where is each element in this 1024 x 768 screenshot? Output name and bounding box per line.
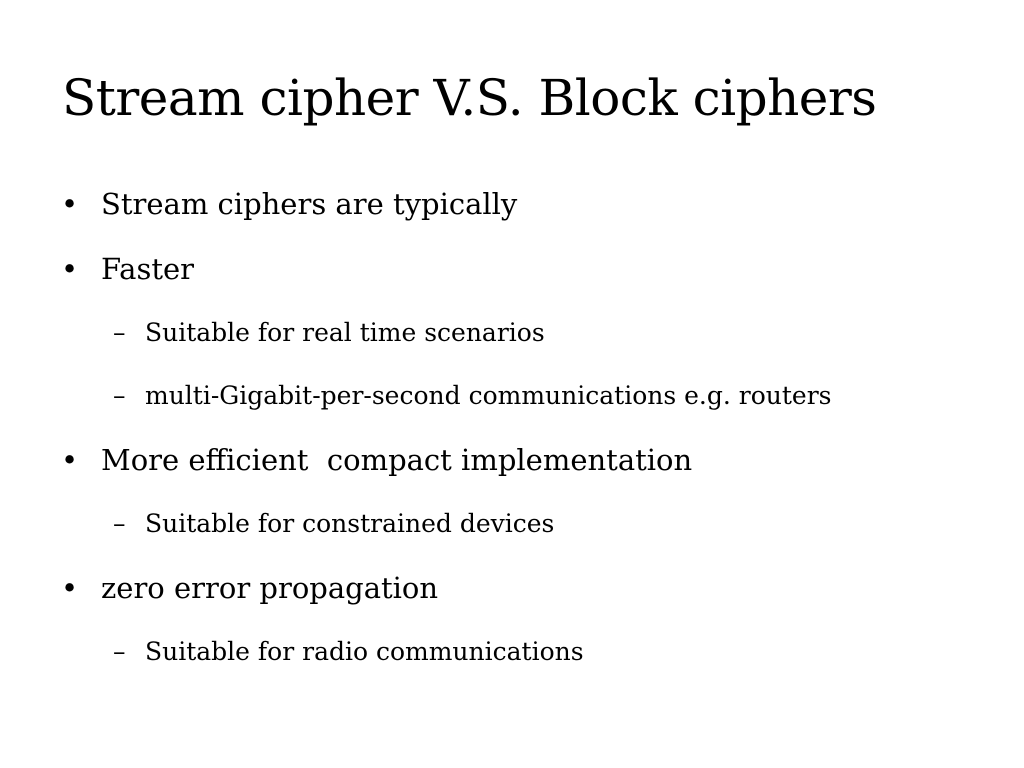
slide-title: Stream cipher V.S. Block ciphers bbox=[62, 69, 877, 127]
bullet-text: More efficient compact implementation bbox=[101, 443, 693, 477]
sub-bullet-item: – multi-Gigabit-per-second communication… bbox=[113, 380, 832, 412]
bullet-item: • More efficient compact implementation bbox=[61, 442, 693, 478]
bullet-item: • Stream ciphers are typically bbox=[61, 186, 518, 222]
sub-bullet-item: – Suitable for radio communications bbox=[113, 636, 584, 668]
bullet-text: Stream ciphers are typically bbox=[101, 187, 518, 221]
sub-bullet-marker: – bbox=[113, 637, 126, 666]
sub-bullet-text: Suitable for real time scenarios bbox=[145, 318, 545, 347]
sub-bullet-marker: – bbox=[113, 318, 126, 347]
bullet-marker: • bbox=[61, 252, 79, 286]
bullet-item: • zero error propagation bbox=[61, 570, 439, 606]
sub-bullet-text: Suitable for radio communications bbox=[145, 637, 584, 666]
sub-bullet-marker: – bbox=[113, 509, 126, 538]
sub-bullet-item: – Suitable for constrained devices bbox=[113, 508, 555, 540]
bullet-marker: • bbox=[61, 187, 79, 221]
sub-bullet-text: multi-Gigabit-per-second communications … bbox=[145, 381, 832, 410]
bullet-marker: • bbox=[61, 571, 79, 605]
bullet-text: zero error propagation bbox=[101, 571, 439, 605]
sub-bullet-marker: – bbox=[113, 381, 126, 410]
bullet-text: Faster bbox=[101, 252, 195, 286]
bullet-marker: • bbox=[61, 443, 79, 477]
sub-bullet-text: Suitable for constrained devices bbox=[145, 509, 555, 538]
sub-bullet-item: – Suitable for real time scenarios bbox=[113, 317, 545, 349]
bullet-item: • Faster bbox=[61, 251, 195, 287]
